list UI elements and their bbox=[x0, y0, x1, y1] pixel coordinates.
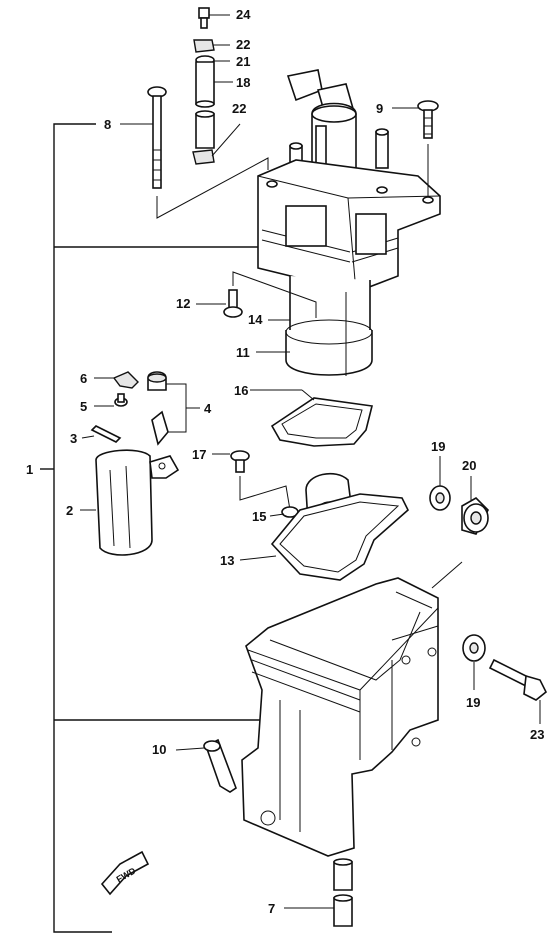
part-24-bolt bbox=[198, 7, 230, 29]
callout-22: 22 bbox=[236, 37, 251, 52]
assembly-bracket-1 bbox=[40, 123, 262, 933]
part-5-screw bbox=[94, 393, 128, 407]
callout-21: 21 bbox=[236, 54, 251, 69]
callout-18: 18 bbox=[236, 75, 251, 90]
callout-19-upper: 19 bbox=[431, 439, 446, 454]
callout-24: 24 bbox=[236, 7, 251, 22]
callout-23: 23 bbox=[530, 727, 545, 742]
callout-17: 17 bbox=[192, 447, 207, 462]
callout-19-lower: 19 bbox=[466, 695, 481, 710]
part-18-hose bbox=[195, 61, 233, 149]
part-7-sleeve bbox=[284, 858, 353, 927]
part-13-gasket bbox=[239, 493, 409, 581]
callout-6: 6 bbox=[80, 371, 88, 386]
fwd-arrow-icon bbox=[100, 850, 150, 896]
part-4-fitting bbox=[147, 371, 200, 446]
part-2-cover bbox=[80, 449, 180, 556]
upper-pump-body bbox=[256, 69, 441, 376]
part-16-gasket bbox=[250, 389, 373, 447]
lower-housing bbox=[241, 577, 439, 857]
callout-13: 13 bbox=[220, 553, 235, 568]
part-17-screw bbox=[212, 450, 291, 511]
part-3-pin bbox=[81, 425, 122, 443]
part-10-fitting bbox=[175, 738, 237, 793]
part-19-grommet-lower bbox=[462, 634, 486, 690]
part-9-screw bbox=[392, 100, 439, 196]
part-22-clip-upper bbox=[193, 39, 230, 53]
callout-5: 5 bbox=[80, 399, 88, 414]
callout-7: 7 bbox=[268, 901, 276, 916]
callout-8: 8 bbox=[104, 117, 112, 132]
callout-10: 10 bbox=[152, 742, 167, 757]
callout-14: 14 bbox=[248, 312, 263, 327]
callout-11: 11 bbox=[236, 345, 250, 360]
leader-line bbox=[431, 561, 463, 589]
callout-22-lower: 22 bbox=[232, 101, 247, 116]
part-19-grommet-upper bbox=[429, 456, 451, 511]
callout-16: 16 bbox=[234, 383, 249, 398]
part-22-clip-lower bbox=[192, 123, 241, 165]
part-23-bolt bbox=[488, 658, 548, 724]
part-20-grommet bbox=[461, 476, 489, 535]
callout-12: 12 bbox=[176, 296, 191, 311]
callout-20: 20 bbox=[462, 458, 477, 473]
part-6-bracket bbox=[94, 371, 139, 389]
callout-9: 9 bbox=[376, 101, 384, 116]
callout-4: 4 bbox=[204, 401, 212, 416]
callout-2: 2 bbox=[66, 503, 74, 518]
callout-1: 1 bbox=[26, 462, 34, 477]
callout-15: 15 bbox=[252, 509, 267, 524]
callout-3: 3 bbox=[70, 431, 78, 446]
part-12-screw bbox=[196, 271, 317, 321]
part-8-long-bolt bbox=[120, 86, 269, 219]
